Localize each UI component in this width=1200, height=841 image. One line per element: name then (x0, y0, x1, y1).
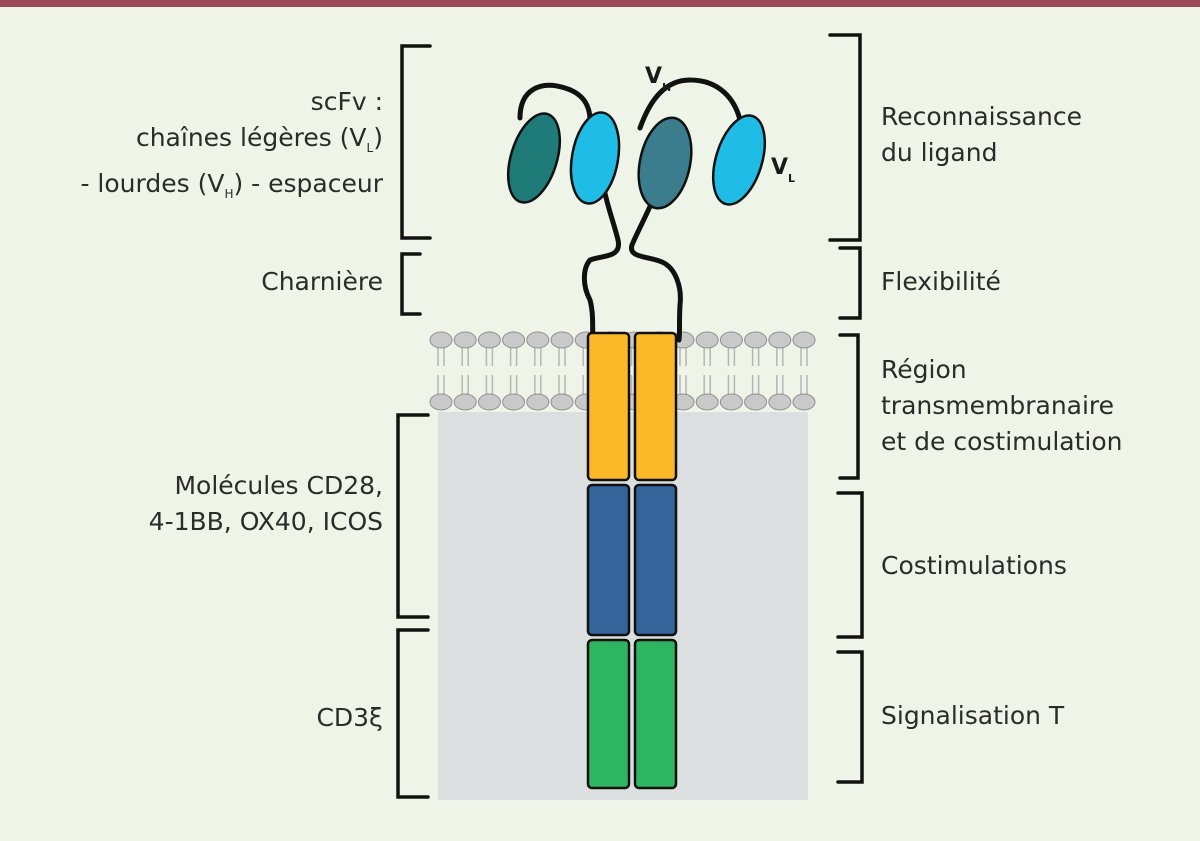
recognition-label: Reconnaissance du ligand (881, 99, 1082, 171)
lipid-head (550, 331, 574, 349)
transmembrane-label: Région transmembranaire et de costimulat… (881, 352, 1123, 460)
lipid-head (502, 393, 526, 411)
transmembrane-segment-left (586, 331, 631, 482)
vh-main: V (645, 64, 663, 89)
scfv-line3-text: - lourdes (V (80, 169, 225, 198)
bracket-transmembrane (838, 333, 860, 480)
lipid-tail (534, 348, 542, 395)
lipid-tail (776, 348, 784, 395)
lipid-head (502, 331, 526, 349)
lipid-head (792, 331, 816, 349)
vh-domain-label: VH (645, 64, 671, 94)
signaling-label: Signalisation T (881, 701, 1065, 730)
bracket-molecules (396, 413, 430, 619)
lipid-head (477, 393, 501, 411)
molecules-line1: Molécules CD28, (174, 471, 383, 500)
top-accent-bar (0, 0, 1200, 7)
lipid-head (768, 331, 792, 349)
lipid-head (477, 331, 501, 349)
molecules-line2: 4-1BB, OX40, ICOS (148, 507, 383, 536)
molecules-label: Molécules CD28, 4-1BB, OX40, ICOS (149, 468, 383, 540)
lipid-head (526, 393, 550, 411)
cd3-segment-right (633, 638, 678, 790)
costimulation-segment-left (586, 483, 631, 637)
vl-sub: L (788, 172, 796, 185)
scfv-line3: - lourdes (VH) - espaceur (80, 166, 383, 212)
scfv-line1: scFv : (310, 87, 383, 116)
lipid-tail (437, 348, 445, 395)
bracket-recognition (828, 33, 862, 242)
bracket-signaling (836, 650, 864, 784)
lipid-head (695, 393, 719, 411)
lipid-head (453, 331, 477, 349)
lipid-head (453, 393, 477, 411)
scfv-line3-sub: H (224, 187, 234, 201)
scfv-domains (506, 111, 767, 210)
vl-main: V (771, 155, 789, 180)
receptor-chains (586, 331, 678, 790)
lipid-tail (558, 348, 566, 395)
scfv-line2-sub: L (366, 141, 374, 155)
lipid-tail (509, 348, 518, 395)
recognition-line1: Reconnaissance (881, 102, 1082, 131)
scfv-line2-text: chaînes légères (V (135, 123, 367, 152)
lipid-head (768, 393, 792, 411)
lipid-head (744, 331, 768, 349)
transmembrane-line2: transmembranaire (881, 391, 1115, 420)
costimulation-segment-right (633, 483, 678, 637)
lipid-tail (751, 348, 760, 395)
lipid-head (429, 331, 453, 349)
lipid-tail (800, 348, 808, 395)
transmembrane-line3: et de costimulation (881, 427, 1123, 456)
cd3-segment-left (586, 638, 631, 790)
lipid-head (526, 331, 550, 349)
lipid-tail (679, 348, 687, 395)
bracket-flexibility (838, 246, 862, 320)
hinge-chains (517, 77, 743, 343)
scfv-line3-end: ) - espaceur (233, 169, 383, 198)
vh-domain-right (637, 116, 693, 210)
lipid-head (719, 393, 743, 411)
hinge-label: Charnière (261, 267, 383, 296)
cd3-label: CD3ξ (316, 703, 383, 732)
bracket-hinge (400, 252, 422, 316)
bracket-scfv (400, 44, 432, 240)
flexibility-label: Flexibilité (881, 267, 1001, 296)
lipid-tail (461, 348, 469, 395)
scfv-line2-end: ) (373, 123, 383, 152)
lipid-head (719, 331, 743, 349)
costimulations-label: Costimulations (881, 551, 1067, 580)
lipid-head (744, 393, 768, 411)
vh-domain-left (506, 112, 562, 204)
lipid-head (695, 331, 719, 349)
transmembrane-line1: Région (881, 355, 967, 384)
scfv-line2: chaînes légères (VL) (80, 120, 383, 166)
lipid-head (792, 393, 816, 411)
vh-sub: H (662, 81, 672, 94)
scfv-label: scFv : chaînes légères (VL) - lourdes (V… (80, 84, 383, 212)
vl-domain-label: VL (771, 155, 795, 185)
lipid-tail (703, 348, 711, 395)
lipid-head (550, 393, 574, 411)
transmembrane-segment-right (633, 331, 678, 482)
vl-domain-right (711, 114, 767, 206)
lipid-tail (485, 348, 494, 395)
lipid-tail (727, 348, 736, 395)
recognition-line2: du ligand (881, 138, 998, 167)
bracket-costimulations (836, 491, 864, 639)
brackets (396, 33, 864, 799)
vl-domain-left (569, 111, 621, 205)
bracket-cd3 (396, 628, 430, 799)
lipid-head (429, 393, 453, 411)
